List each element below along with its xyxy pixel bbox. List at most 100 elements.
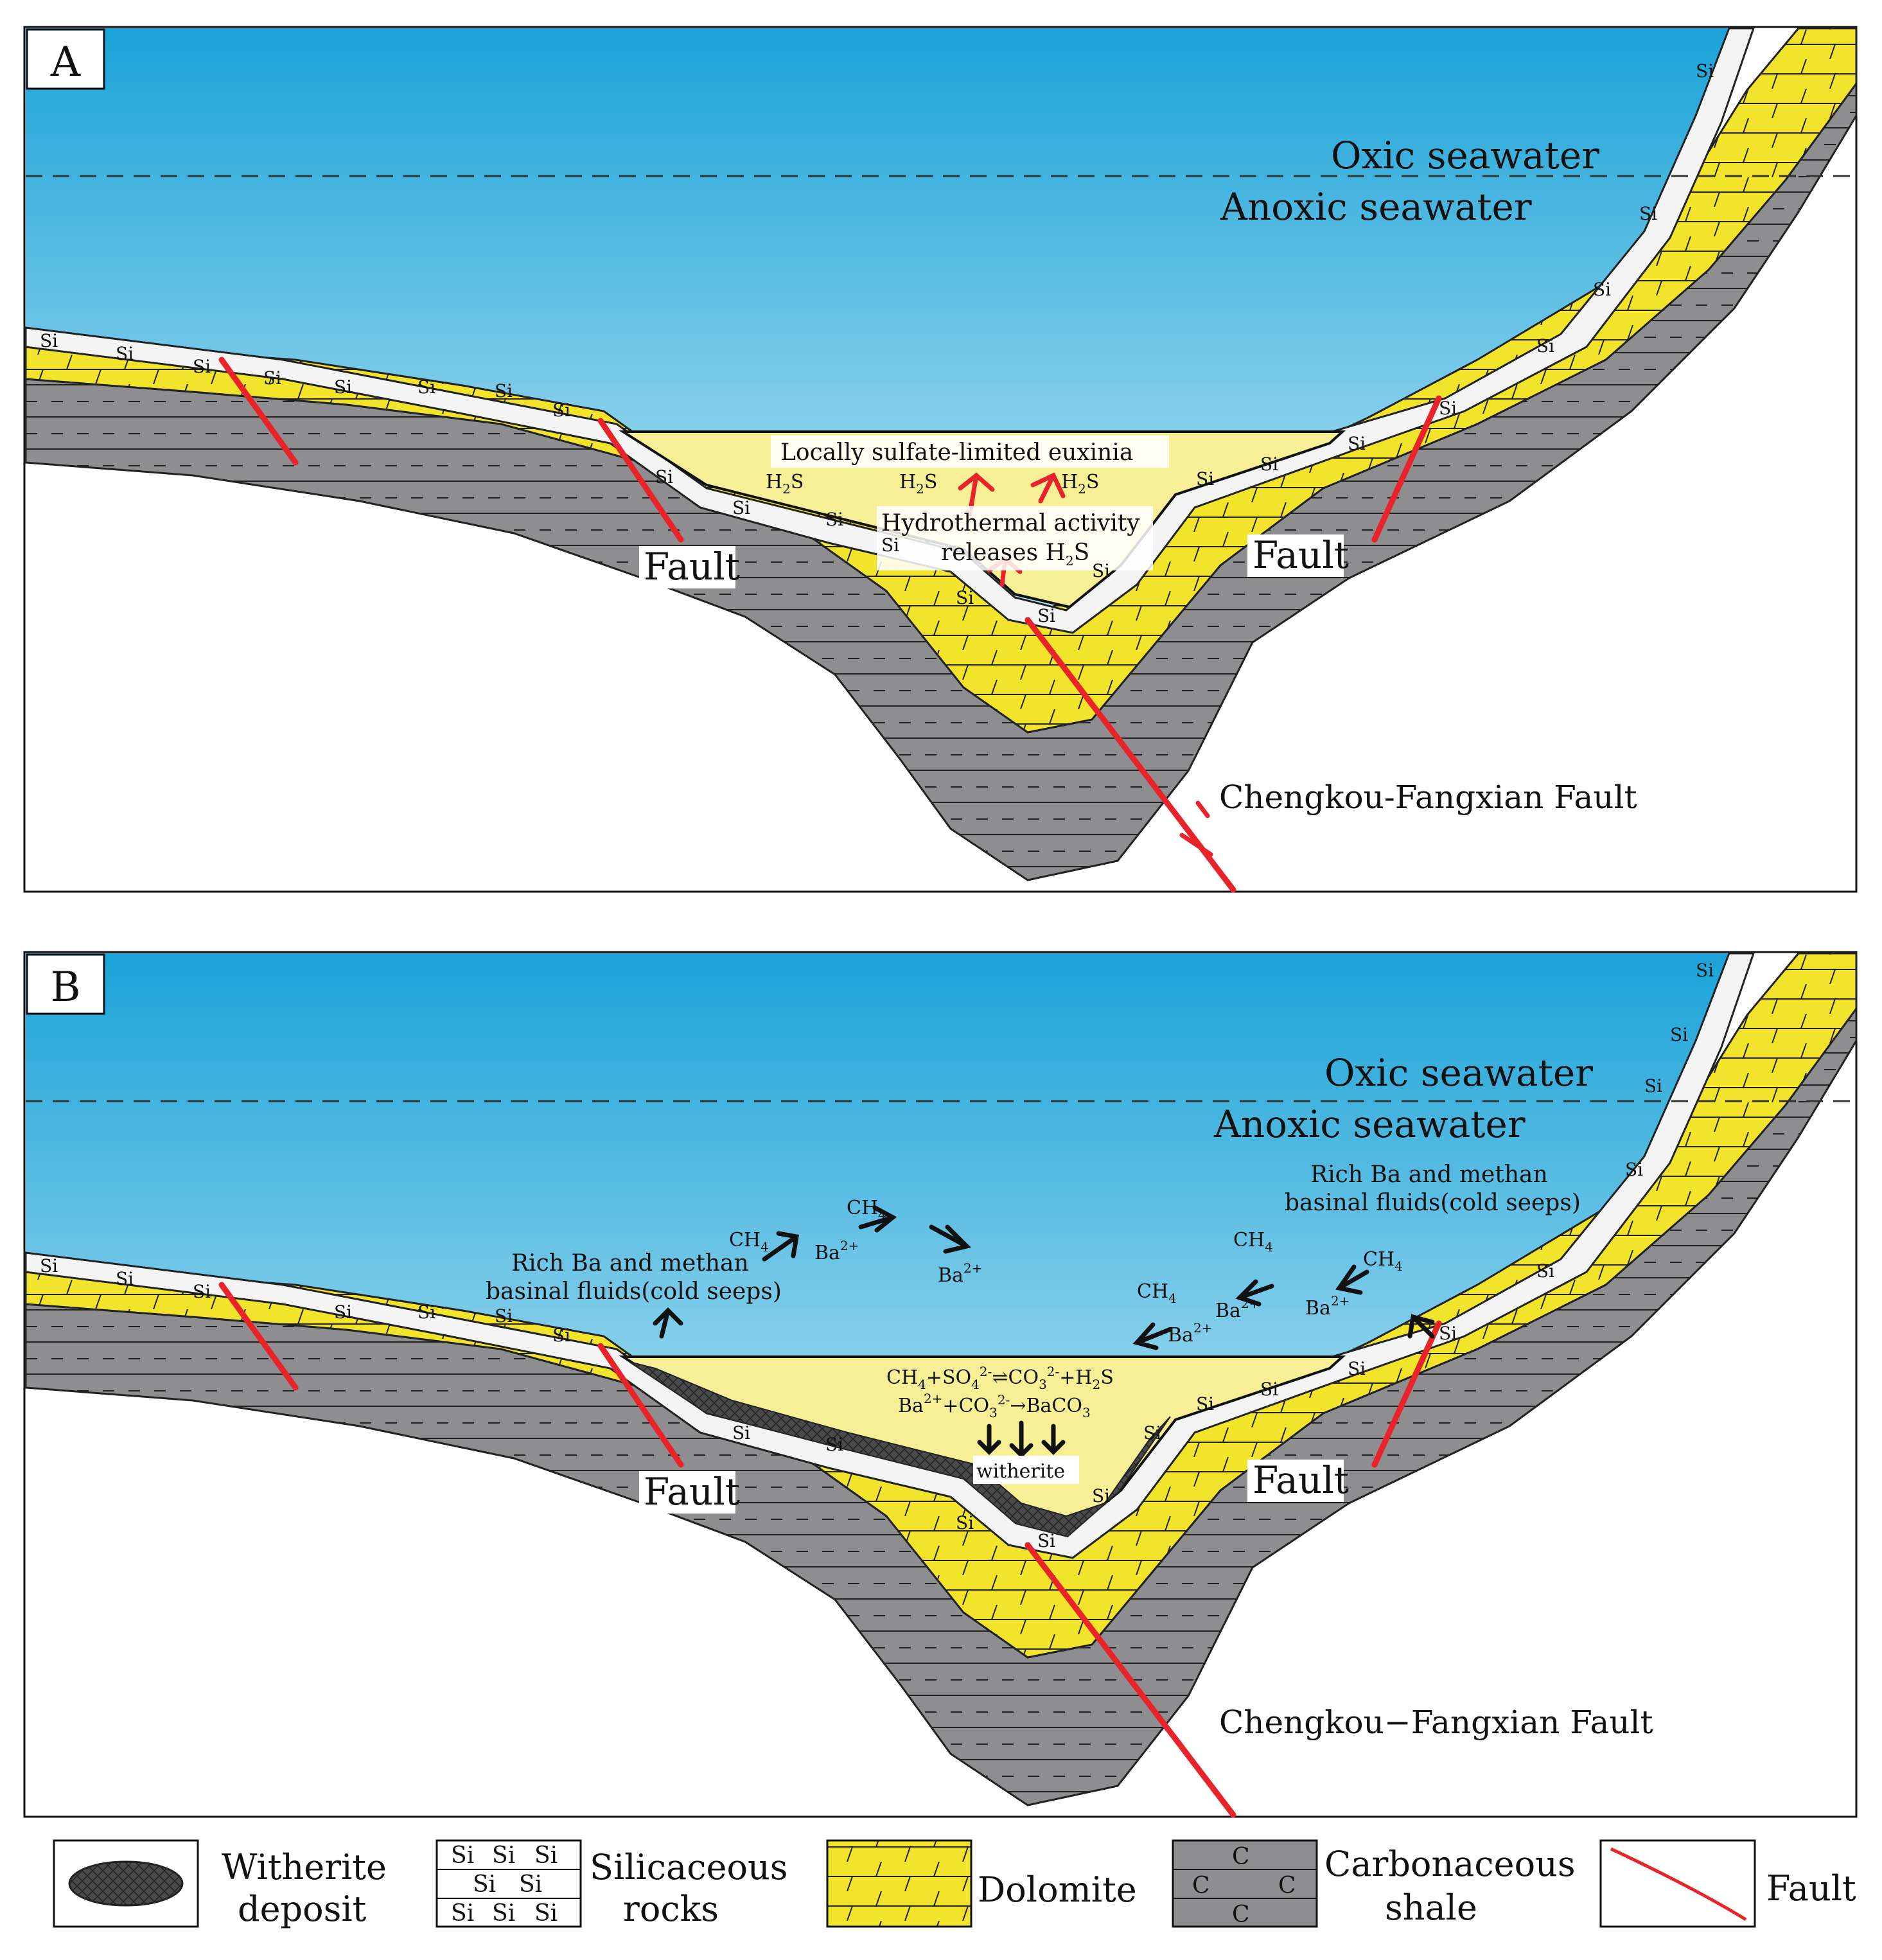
panel-a-anoxic-label: Anoxic seawater	[1220, 185, 1532, 229]
svg-text:Si: Si	[1143, 1422, 1161, 1444]
svg-text:Si: Si	[193, 356, 211, 377]
svg-text:Si: Si	[1639, 203, 1657, 224]
legend: Witherite deposit Si Si Si Si Si Si Si S…	[53, 1839, 1856, 1929]
svg-text:Si: Si	[1536, 335, 1554, 357]
panel-a-letter-box	[26, 28, 105, 90]
panel-b-fluids-right-2: basinal fluids(cold seeps)	[1285, 1190, 1581, 1216]
panel-b-fluids-right-1: Rich Ba and methan	[1310, 1161, 1548, 1188]
svg-text:Si: Si	[1670, 1024, 1688, 1045]
panel-a-euxinia-label: Locally sulfate-limited euxinia	[780, 439, 1133, 466]
svg-text:Si: Si	[1625, 1159, 1643, 1180]
svg-text:Si: Si	[451, 1900, 474, 1927]
svg-text:Si: Si	[1092, 1485, 1110, 1506]
svg-text:Si: Si	[1439, 1323, 1457, 1344]
panel-a: A Oxic seawater Anoxic seawater Locally …	[23, 26, 1858, 893]
dolomite-swatch	[826, 1839, 972, 1928]
svg-text:C: C	[1232, 1844, 1250, 1870]
svg-text:Si: Si	[1593, 279, 1611, 300]
svg-text:Ba2+: Ba2+	[1215, 1296, 1260, 1322]
svg-text:Si: Si	[1348, 1358, 1366, 1379]
svg-text:Si: Si	[552, 400, 570, 421]
legend-dolomite: Dolomite	[826, 1839, 1137, 1928]
svg-text:Si: Si	[825, 509, 843, 530]
panel-b-letter-box	[26, 953, 105, 1015]
panel-a-h2s-3: H2S	[1061, 471, 1099, 497]
panel-a-si-labels: Si Si Si Si Si Si Si Si Si Si Si Si Si S…	[40, 60, 1714, 626]
panel-b-ba-labels: Ba2+ Ba2+ Ba2+ Ba2+ Ba2+	[814, 1238, 1350, 1346]
svg-text:Si: Si	[825, 1434, 843, 1455]
witherite-swatch	[68, 1860, 184, 1907]
panel-a-fault-right: Fault	[1253, 533, 1349, 577]
svg-text:Ba2+: Ba2+	[1168, 1320, 1212, 1346]
svg-text:Si: Si	[492, 1900, 515, 1927]
svg-text:Si: Si	[655, 466, 673, 488]
panel-b-witherite-label: witherite	[976, 1460, 1065, 1483]
panel-b-si-labels: Si Si Si Si Si Si Si Si Si Si Si Si Si S…	[40, 960, 1714, 1551]
panel-a-hydro-line2: releases H2S	[941, 540, 1089, 569]
panel-b-fault-right-bg	[1247, 1460, 1344, 1502]
panel-b-fault-left-bg	[639, 1471, 735, 1514]
svg-text:Si: Si	[534, 1900, 558, 1927]
svg-text:Si: Si	[1439, 398, 1457, 419]
svg-text:Si: Si	[1644, 1075, 1662, 1097]
svg-text:Si: Si	[451, 1842, 474, 1869]
svg-text:C: C	[1278, 1873, 1296, 1899]
svg-text:Si: Si	[1260, 454, 1278, 475]
panel-b-seawater	[26, 953, 1729, 1535]
svg-text:Si: Si	[732, 497, 750, 518]
legend-dolomite-label: Dolomite	[978, 1869, 1137, 1910]
panel-a-fault-left-bg	[639, 546, 735, 588]
legend-shale: C C C C Carbonaceous shale	[1172, 1839, 1576, 1928]
panel-b-fault-right: Fault	[1253, 1458, 1349, 1502]
svg-text:Si: Si	[418, 1302, 435, 1323]
svg-text:Si: Si	[881, 534, 899, 556]
svg-text:Si: Si	[1536, 1260, 1554, 1282]
svg-text:Si: Si	[40, 330, 58, 351]
panel-a-letter: A	[50, 39, 81, 86]
svg-text:CH4: CH4	[1137, 1280, 1177, 1306]
panel-b-fault-left: Fault	[644, 1470, 740, 1514]
svg-text:Si: Si	[1260, 1379, 1278, 1400]
svg-text:Ba2+: Ba2+	[938, 1260, 982, 1287]
legend-witherite: Witherite deposit	[53, 1839, 387, 1929]
panel-a-fault-right-bg	[1247, 534, 1344, 577]
legend-witherite-1: Witherite	[222, 1847, 387, 1887]
panel-a-hydro-line1: Hydrothermal activity	[881, 510, 1140, 536]
legend-silica: Si Si Si Si Si Si Si Si Silicaceous rock…	[435, 1839, 787, 1929]
svg-text:Si: Si	[1696, 960, 1714, 981]
svg-text:Si: Si	[334, 376, 352, 398]
panel-b-letter: B	[50, 964, 80, 1011]
panel-a-seawater	[26, 28, 1729, 610]
panel-a-main-fault: Chengkou-Fangxian Fault	[1219, 779, 1637, 816]
panel-a-h2s-2: H2S	[899, 471, 937, 497]
panel-b-fault-lines	[218, 1282, 1442, 1818]
svg-text:Si: Si	[116, 1268, 134, 1289]
legend-silica-2: rocks	[623, 1889, 719, 1929]
panel-b-oxic-label: Oxic seawater	[1324, 1051, 1593, 1095]
svg-text:CH4: CH4	[729, 1229, 769, 1255]
panel-b-witherite-deposit	[629, 1361, 1171, 1538]
legend-fault: Fault	[1599, 1839, 1856, 1928]
panel-a-hydro-bg	[877, 506, 1153, 570]
legend-witherite-2: deposit	[238, 1889, 367, 1929]
panel-b-reaction-2: Ba2++CO32-→BaCO3	[898, 1391, 1091, 1420]
svg-text:Si: Si	[534, 1842, 558, 1869]
panel-b-main-fault: Chengkou−Fangxian Fault	[1219, 1704, 1653, 1741]
svg-text:Si: Si	[473, 1871, 496, 1898]
legend-shale-1: Carbonaceous	[1324, 1844, 1576, 1884]
svg-text:CH4: CH4	[1363, 1248, 1403, 1274]
svg-text:Si: Si	[492, 1842, 515, 1869]
svg-text:Si: Si	[193, 1281, 211, 1302]
svg-text:CH4: CH4	[1233, 1229, 1273, 1255]
panel-b-anoxic-label: Anoxic seawater	[1213, 1102, 1526, 1146]
svg-text:Si: Si	[1037, 1530, 1055, 1551]
legend-fault-label: Fault	[1766, 1868, 1856, 1909]
svg-text:Ba2+: Ba2+	[814, 1238, 859, 1264]
svg-text:Si: Si	[116, 343, 134, 364]
svg-text:Si: Si	[495, 1305, 513, 1327]
legend-shale-2: shale	[1385, 1887, 1477, 1928]
svg-text:Ba2+: Ba2+	[1305, 1293, 1350, 1320]
legend-silica-1: Silicaceous	[590, 1847, 787, 1887]
panel-b-arrows	[653, 1205, 1435, 1458]
